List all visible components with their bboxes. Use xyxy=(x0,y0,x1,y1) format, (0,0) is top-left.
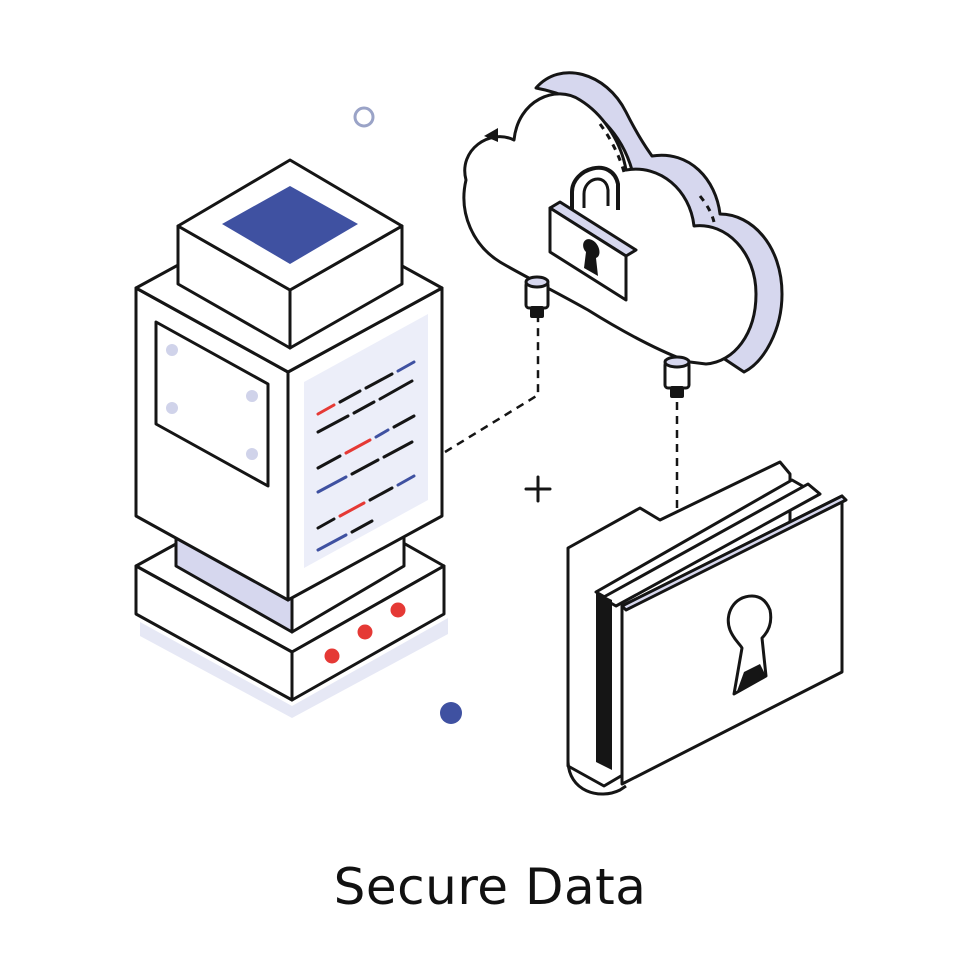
panel-screws xyxy=(166,344,258,460)
server-status-lights xyxy=(324,602,406,664)
code-lines xyxy=(316,360,416,552)
cloud-front xyxy=(462,92,758,366)
dot-sparkle-icon xyxy=(440,702,462,724)
server-floor-shadow xyxy=(140,618,448,718)
plus-sparkle-icon xyxy=(524,475,552,503)
folder-spine-curve xyxy=(566,548,627,796)
server-cloud-connector xyxy=(444,318,540,454)
folder-spine xyxy=(596,592,612,770)
cloud-plug-left xyxy=(524,275,550,318)
server-left-panel xyxy=(154,320,270,488)
cloud-accent-dash xyxy=(598,123,626,173)
keyhole-icon xyxy=(726,594,773,696)
cloud-notch xyxy=(484,128,498,142)
server-tower-icon xyxy=(134,158,448,718)
padlock-shackle xyxy=(570,165,620,214)
folder-front-edge xyxy=(620,494,848,612)
server-screen xyxy=(222,186,358,264)
locked-folder-icon xyxy=(566,460,848,796)
padlock-shackle-inner xyxy=(582,177,610,208)
ring-sparkle-icon xyxy=(353,106,375,128)
keyhole-notch xyxy=(736,664,766,694)
cloud-plug-right xyxy=(663,355,691,398)
padlock-icon xyxy=(548,165,638,302)
page-title: Secure Data xyxy=(333,858,647,916)
padlock-keyhole xyxy=(583,239,600,276)
connector-lines xyxy=(444,318,679,515)
cloud-lock-icon xyxy=(462,71,784,398)
cloud-accent-dash-2 xyxy=(698,195,716,223)
